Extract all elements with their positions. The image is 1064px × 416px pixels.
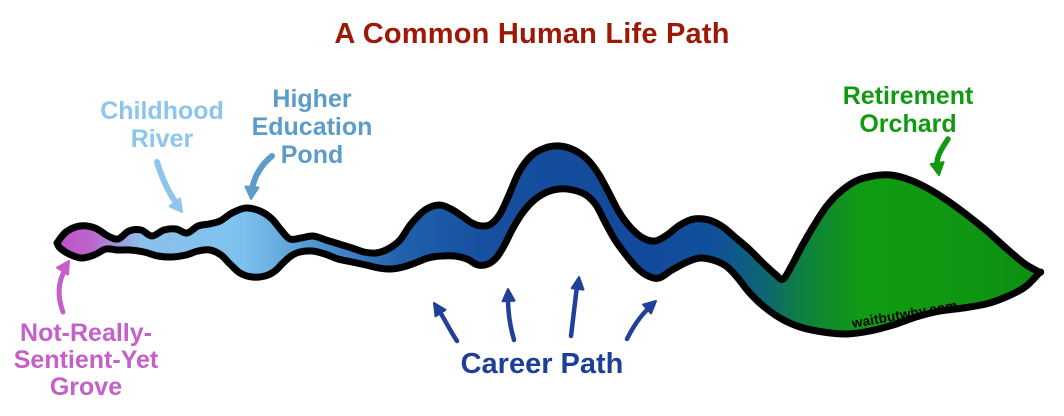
higher-education-pond-label-line3: Pond: [280, 141, 344, 169]
page-title: A Common Human Life Path: [334, 18, 730, 50]
higher-education-pond-label-line1: Higher: [272, 85, 352, 113]
grove-label-line3: Grove: [49, 373, 123, 401]
career-path-arrow-icon-4: [624, 300, 657, 342]
childhood-river-label: Childhood River: [92, 97, 232, 153]
career-path-arrow-icon-3: [568, 276, 585, 339]
not-really-sentient-yet-grove-label: Not-Really- Sentient-Yet Grove: [6, 320, 166, 401]
retirement-orchard-label: Retirement Orchard: [840, 82, 976, 138]
higher-education-pond-label: Higher Education Pond: [248, 85, 376, 169]
grove-label-line1: Not-Really-: [20, 319, 152, 347]
childhood-river-label-line1: Childhood: [100, 97, 224, 125]
higher-education-pond-arrow-icon: [244, 153, 275, 200]
retirement-orchard-arrow-icon: [929, 136, 951, 176]
retirement-orchard-label-line1: Retirement: [842, 82, 974, 110]
career-path-arrow-icon-1: [433, 302, 460, 344]
career-path-label: Career Path: [460, 348, 624, 380]
higher-education-pond-label-line2: Education: [251, 113, 373, 141]
childhood-river-arrow-icon: [154, 159, 183, 213]
career-path-arrow-icon-2: [501, 288, 517, 343]
grove-label-line2: Sentient-Yet: [13, 346, 159, 374]
life-path-river-shape: [53, 142, 1045, 338]
retirement-orchard-label-line2: Orchard: [859, 110, 957, 138]
grove-arrow-icon: [56, 260, 70, 315]
childhood-river-label-line2: River: [130, 125, 194, 153]
